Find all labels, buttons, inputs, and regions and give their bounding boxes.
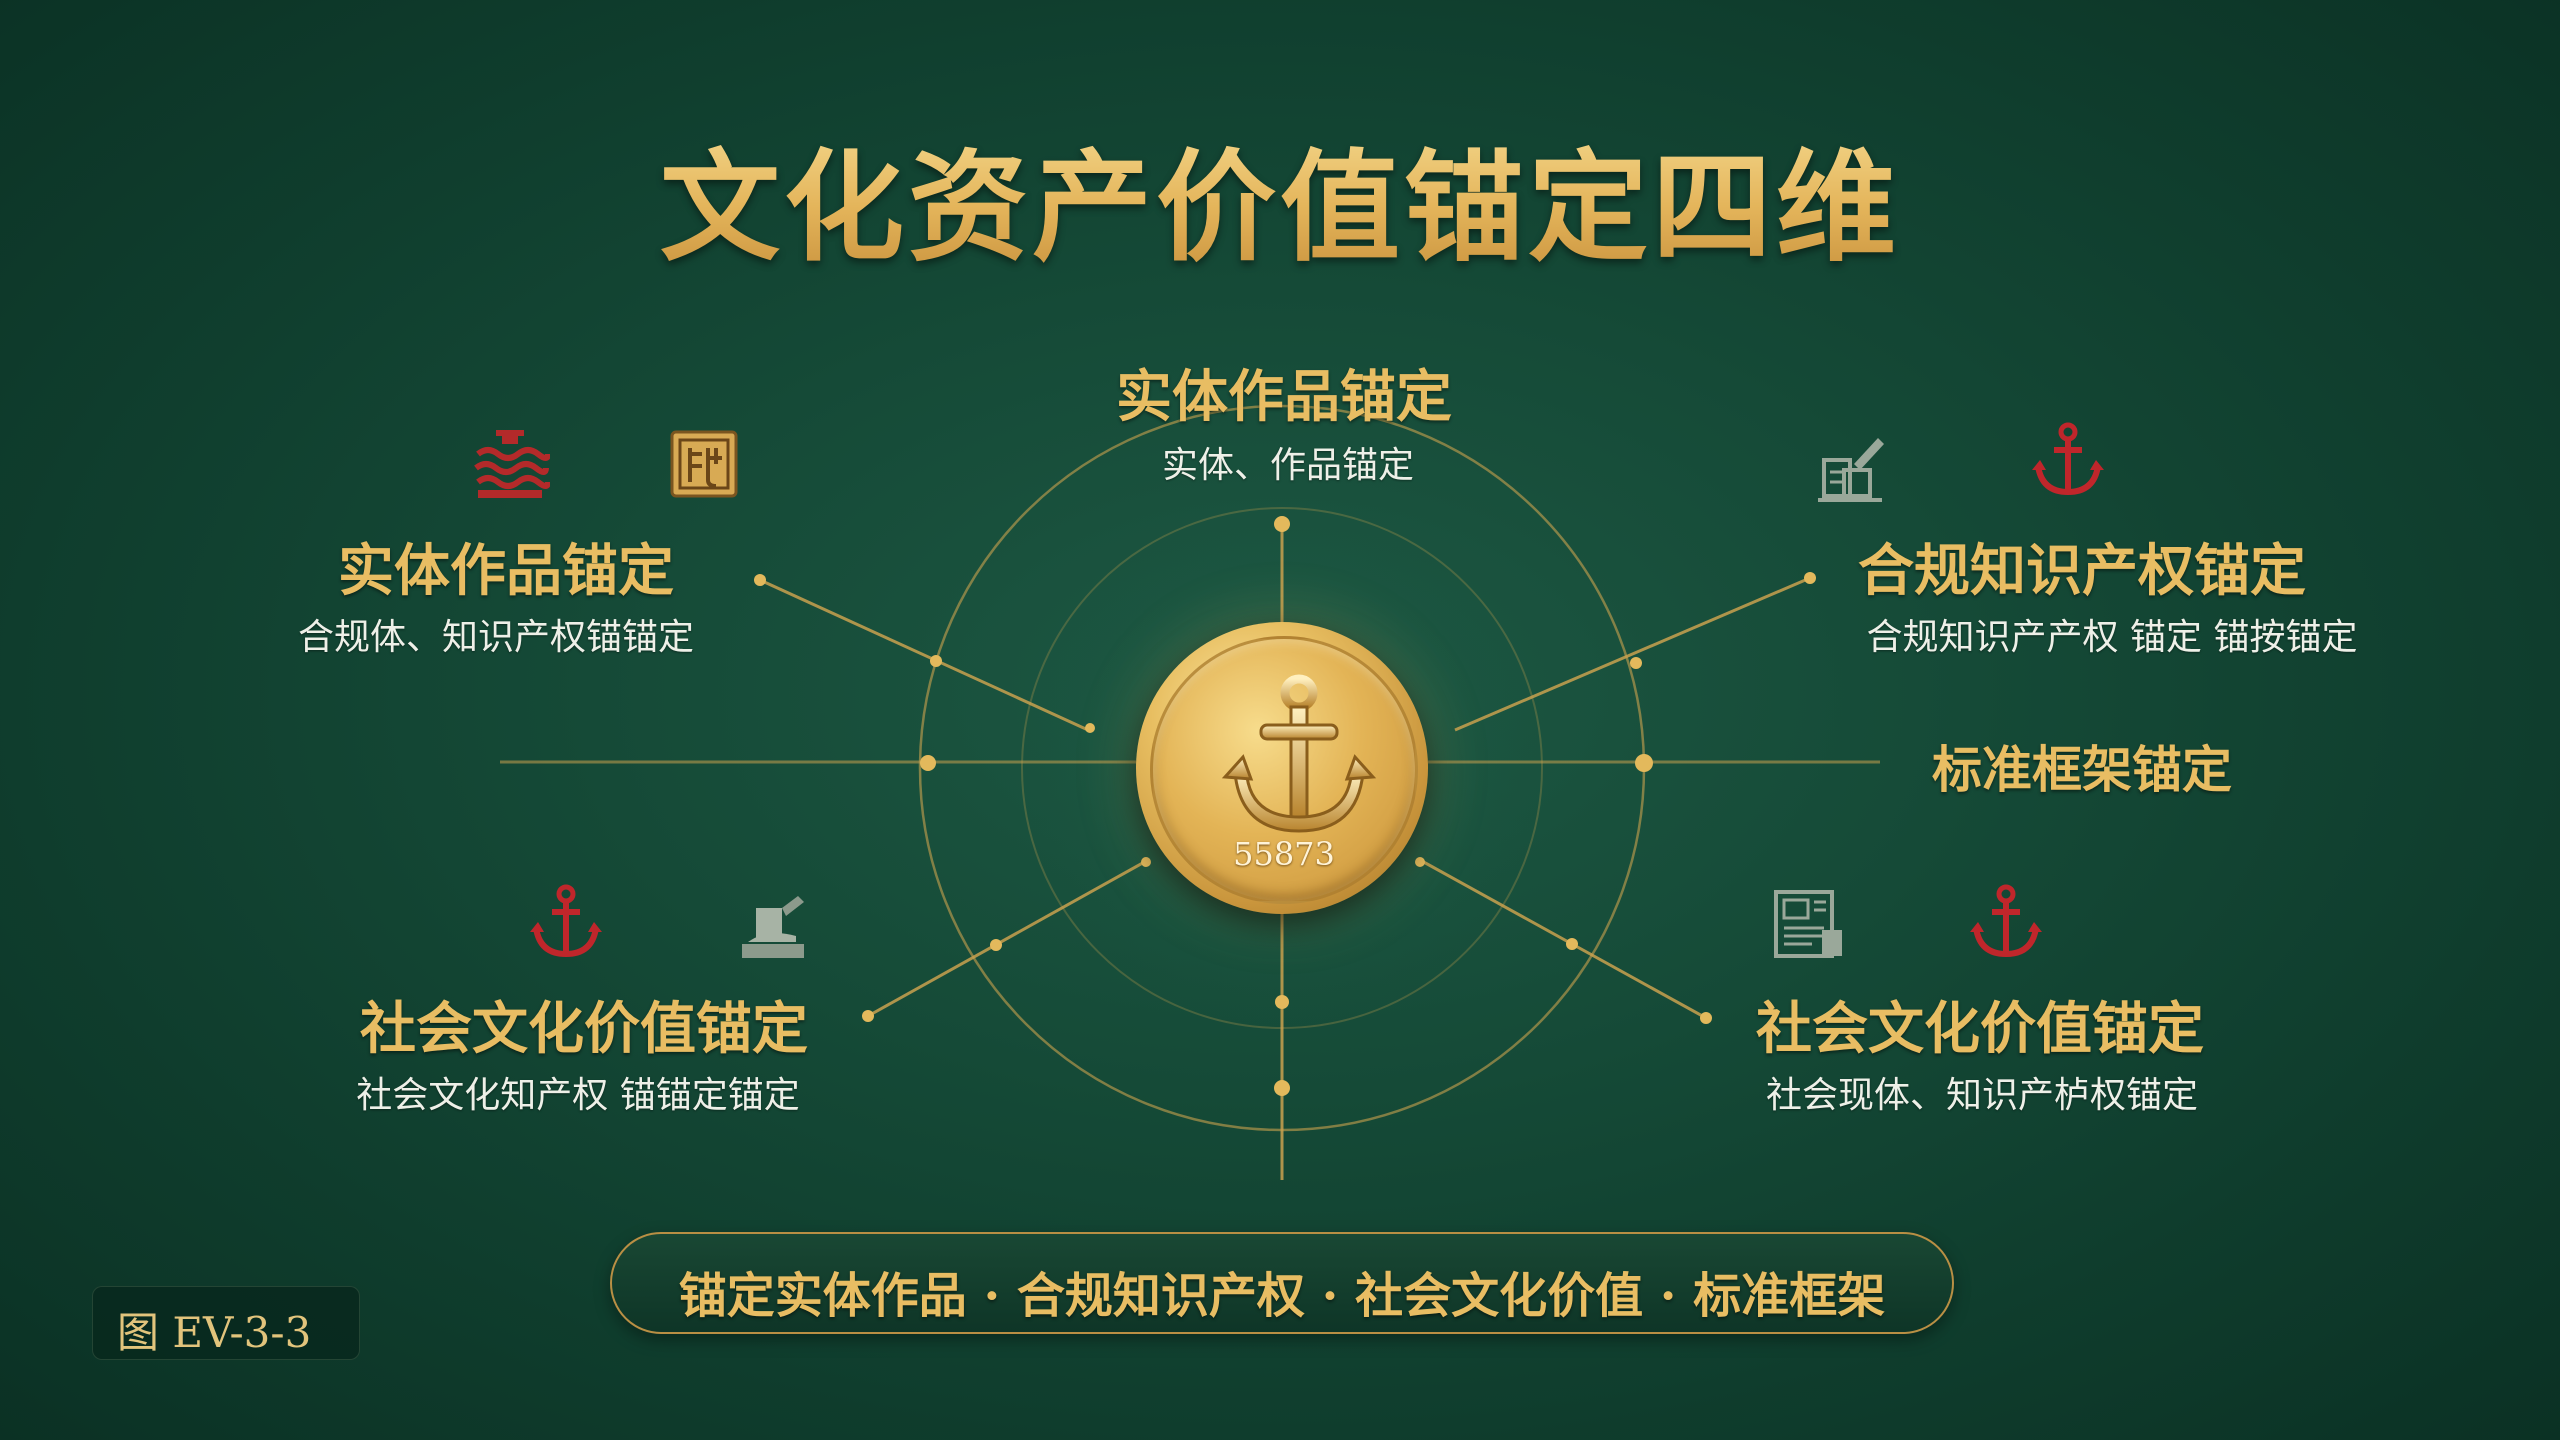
connector-upper-left	[759, 578, 1089, 732]
dot-lower-left-end	[862, 1010, 874, 1022]
connector-lower-left	[867, 858, 1149, 1018]
dot-lower-left-ring	[990, 939, 1002, 951]
dot-upper-left-end	[754, 574, 766, 586]
node-lower-right-subtitle: 社会现体、知识产栌权锚定	[1765, 1075, 2199, 1116]
node-lower-left-subtitle: 社会文化知产权 锚锚定锚定	[356, 1075, 800, 1116]
connector-upper-right	[1454, 576, 1811, 732]
red-anchor-icon	[2028, 420, 2108, 500]
dot-right	[1635, 754, 1653, 772]
red-waves-emblem-icon	[470, 424, 550, 504]
central-anchor-coin: 55873	[1136, 622, 1428, 914]
dot-upper-right-end	[1804, 572, 1816, 584]
dot-upper-right-ring	[1630, 657, 1642, 669]
connector-lower-right	[1419, 858, 1707, 1020]
framed-document-icon	[1768, 884, 1848, 964]
figure-label-badge: 图 EV-3-3	[92, 1286, 360, 1360]
coin-number: 55873	[1233, 835, 1335, 873]
figure-label: 图 EV-3-3	[117, 1308, 312, 1357]
dot-lower-right-ring	[1566, 938, 1578, 950]
dot-top-lower	[1275, 995, 1289, 1009]
node-lower-left-title: 社会文化价值锚定	[360, 996, 808, 1062]
red-anchor-icon	[526, 882, 606, 962]
node-top-subtitle: 实体、作品锚定	[1161, 445, 1415, 486]
node-upper-left-subtitle: 合规体、知识产权锚锚定	[297, 617, 695, 658]
dot-lower-right-end	[1700, 1012, 1712, 1024]
boat-sculpture-icon	[736, 886, 816, 966]
dot-upper-left-ring	[930, 655, 942, 667]
node-right-title: 标准框架锚定	[1932, 740, 2232, 799]
dot-coin-lr	[1415, 857, 1425, 867]
dot-bottom	[1274, 1080, 1290, 1096]
node-top-title: 实体作品锚定	[1116, 364, 1452, 430]
dot-coin-ul	[1085, 723, 1095, 733]
dot-top	[1274, 516, 1290, 532]
page-title: 文化资产价值锚定四维	[0, 110, 2560, 284]
node-lower-right-title: 社会文化价值锚定	[1756, 996, 2204, 1062]
documents-pen-icon	[1810, 428, 1890, 508]
node-upper-right-subtitle: 合规知识产产权 锚定 锚按锚定	[1866, 617, 2358, 658]
summary-text: 锚定实体作品 · 合规知识产权 · 社会文化价值 · 标准框架	[678, 1268, 1886, 1324]
gold-seal-stamp-icon	[664, 424, 744, 504]
summary-pill: 锚定实体作品 · 合规知识产权 · 社会文化价值 · 标准框架	[610, 1232, 1954, 1334]
dot-left	[920, 755, 936, 771]
node-upper-left-title: 实体作品锚定	[338, 538, 674, 604]
red-anchor-icon	[1966, 882, 2046, 962]
anchor-icon	[1221, 674, 1377, 833]
dot-coin-ll	[1141, 857, 1151, 867]
node-upper-right-title: 合规知识产权锚定	[1858, 538, 2306, 604]
